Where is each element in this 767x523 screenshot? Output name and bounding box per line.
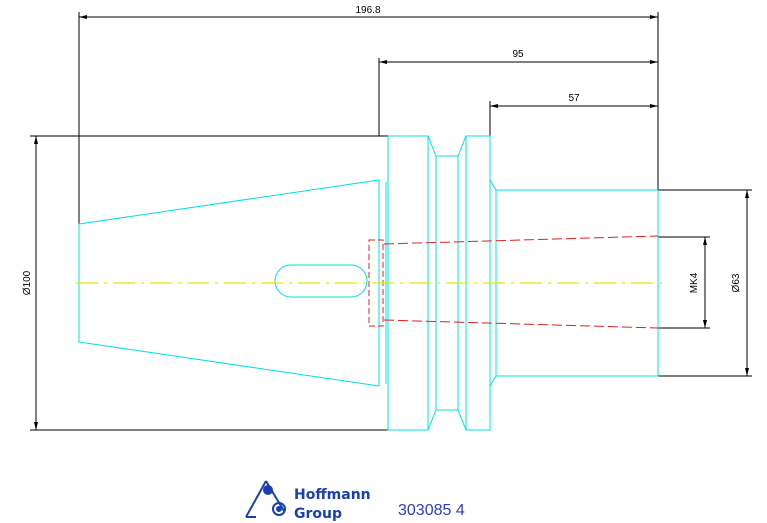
arrow-95-right (650, 60, 658, 64)
arrow-95-left (379, 60, 387, 64)
dim-overall-text: 196.8 (355, 5, 380, 16)
dimension-lines (30, 12, 752, 431)
dim-57-text: 57 (568, 93, 580, 104)
logo-emblem-icon (245, 480, 286, 518)
arrow-overall-right (650, 15, 658, 19)
hidden-lines (368, 235, 659, 329)
dimension-arrows (34, 15, 749, 430)
arrow-57-right (650, 104, 658, 108)
arrow-mk4-bottom (703, 320, 707, 328)
taper-cone (78, 179, 380, 387)
hidden-bore-top (383, 235, 659, 245)
arrow-57-left (490, 104, 498, 108)
tang-slot (274, 264, 368, 298)
dim-mk4-text: MK4 (689, 272, 700, 293)
arrow-d63-bottom (745, 368, 749, 376)
arrow-d100-bottom (34, 422, 38, 430)
arrow-d100-top (34, 136, 38, 144)
dim-d100-text: Ø100 (22, 270, 33, 295)
dim-d63-text: Ø63 (731, 273, 742, 292)
arrow-d63-top (745, 190, 749, 198)
arrow-mk4-top (703, 237, 707, 245)
logo-line1: Hoffmann (294, 487, 371, 503)
logo-line2: Group (294, 506, 342, 522)
part-number: 303085 4 (398, 502, 465, 519)
arrow-overall-left (79, 15, 87, 19)
dim-95-text: 95 (512, 49, 524, 60)
shank-outline (489, 179, 659, 387)
hidden-bore-bottom (383, 319, 659, 329)
hoffmann-logo: Hoffmann Group (245, 480, 371, 522)
